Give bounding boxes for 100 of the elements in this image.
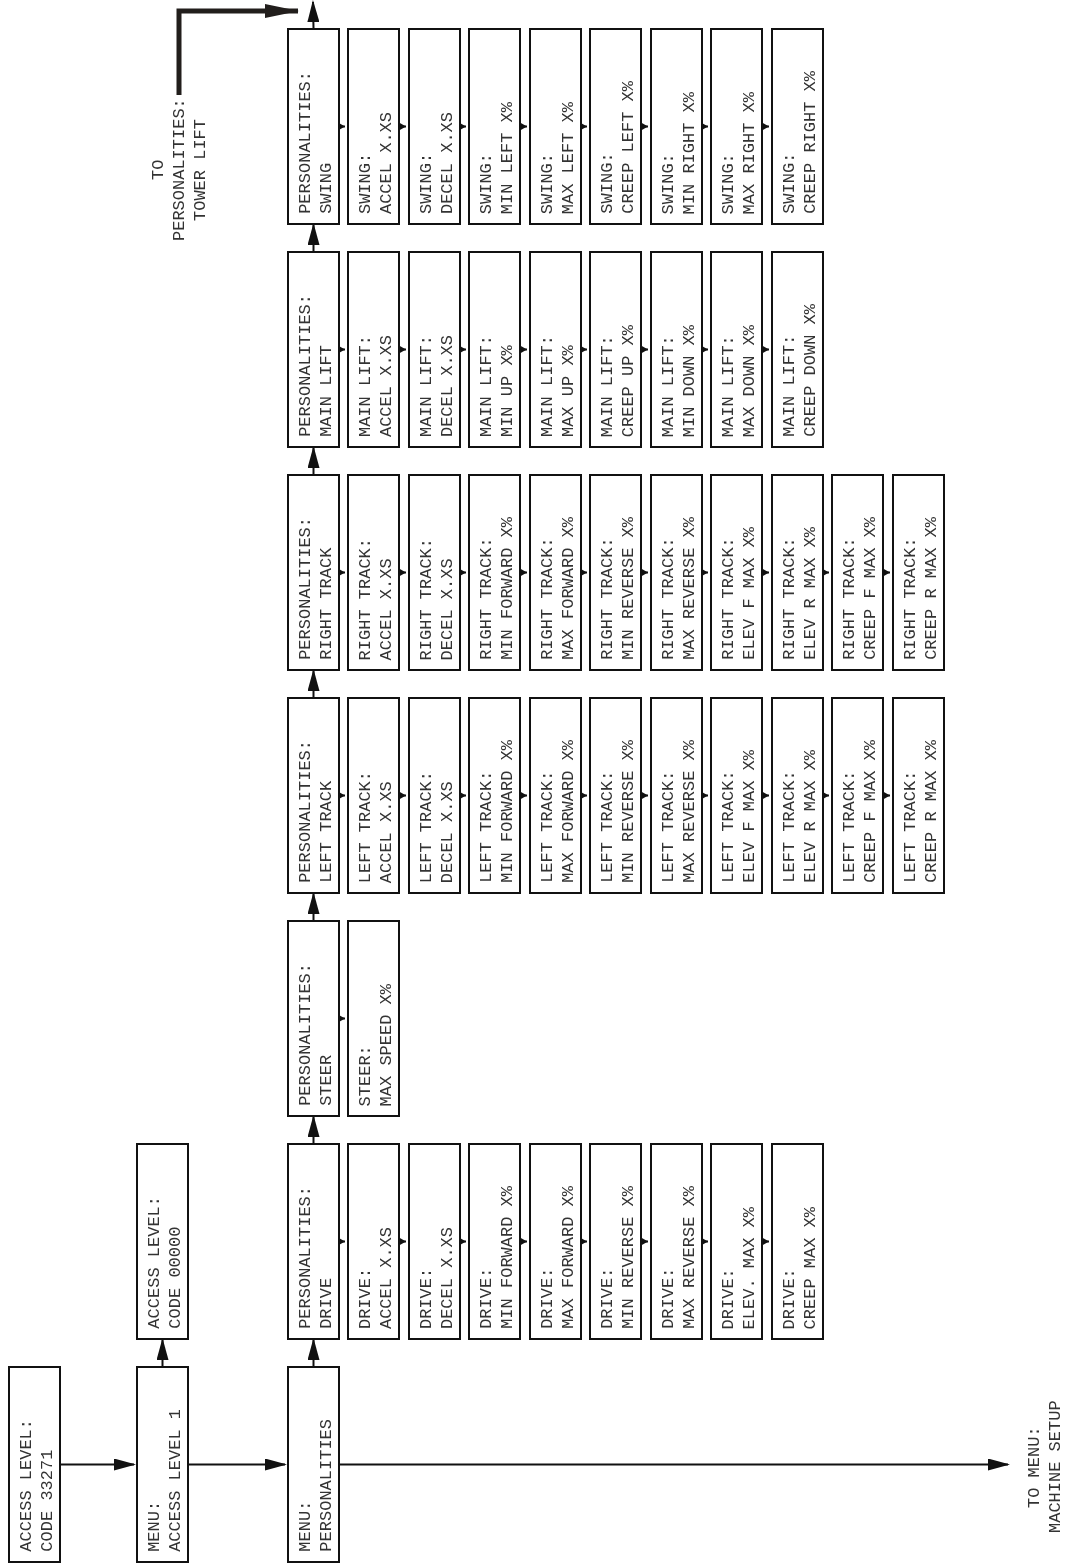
- menu-text: CREEP R MAX X%: [921, 517, 942, 660]
- menu-box: [408, 697, 461, 894]
- menu-box: [589, 697, 642, 894]
- menu-text: LEFT TRACK:: [597, 769, 618, 883]
- menu-text: MAX FORWARD X%: [558, 1186, 579, 1329]
- menu-text: RIGHT TRACK:: [839, 536, 860, 660]
- menu-text: ELEV. MAX X%: [739, 1206, 760, 1329]
- menu-text: LEFT TRACK:: [355, 770, 376, 883]
- arrow: [883, 791, 891, 800]
- menu-text: SWING:: [779, 151, 800, 214]
- menu-text: RIGHT TRACK:: [597, 536, 618, 660]
- menu-text: MAX REVERSE X%: [679, 517, 700, 660]
- arrow: [883, 568, 891, 577]
- menu-text: STEER: [316, 1054, 337, 1106]
- arrow: [399, 122, 407, 131]
- menu-text: SWING:: [355, 151, 376, 214]
- menu-text: MAIN LIFT:: [658, 333, 679, 437]
- arrow: [520, 1237, 528, 1246]
- arrow: [641, 345, 649, 354]
- menu-text: PERSONALITIES:: [295, 1186, 316, 1329]
- menu-text: SWING:: [597, 151, 618, 214]
- destination-label: TO MENU: MACHINE SETUP: [1024, 1399, 1066, 1536]
- menu-box: [710, 1143, 763, 1340]
- menu-box: [650, 251, 703, 448]
- menu-box: [287, 251, 340, 448]
- menu-box: [650, 1143, 703, 1340]
- menu-box: [287, 28, 340, 225]
- arrow: [762, 791, 770, 800]
- menu-text: MENU:: [144, 1500, 165, 1552]
- menu-text: PERSONALITIES:: [295, 740, 316, 883]
- menu-box: [468, 697, 521, 894]
- menu-text: MAX FORWARD X%: [558, 740, 579, 883]
- menu-box: [771, 474, 824, 671]
- menu-box: [589, 251, 642, 448]
- menu-text: LEFT TRACK:: [839, 769, 860, 883]
- arrow: [520, 568, 528, 577]
- menu-text: ACCEL X.XS: [376, 334, 397, 437]
- menu-text: LEFT TRACK:: [416, 770, 437, 883]
- menu-text: PERSONALITIES:: [295, 71, 316, 214]
- arrow: [762, 568, 770, 577]
- menu-box: [287, 697, 340, 894]
- menu-box: [408, 28, 461, 225]
- arrow: [641, 122, 649, 131]
- menu-text: PERSONALITIES:: [295, 963, 316, 1106]
- menu-text: MAIN LIFT:: [355, 334, 376, 437]
- menu-box: [408, 1143, 461, 1340]
- arrow: [339, 1458, 1010, 1471]
- menu-text: ACCEL X.XS: [376, 1226, 397, 1329]
- arrow: [307, 1338, 320, 1367]
- menu-text: MIN REVERSE X%: [618, 1186, 639, 1329]
- menu-box: [468, 28, 521, 225]
- menu-box: [710, 697, 763, 894]
- menu-box: [468, 1143, 521, 1340]
- menu-box: [650, 28, 703, 225]
- menu-text: CREEP DOWN X%: [800, 304, 821, 437]
- menu-text: DRIVE:: [658, 1266, 679, 1329]
- menu-text: MAX RIGHT X%: [739, 91, 760, 214]
- arrow: [520, 122, 528, 131]
- menu-text: ACCESS LEVEL 1: [165, 1409, 186, 1552]
- menu-box: [529, 474, 582, 671]
- menu-text: MAIN LIFT:: [416, 334, 437, 437]
- menu-text: ELEV F MAX X%: [739, 527, 760, 660]
- menu-box: [8, 1366, 61, 1563]
- menu-text: RIGHT TRACK:: [537, 536, 558, 660]
- arrow: [762, 122, 770, 131]
- menu-box: [589, 474, 642, 671]
- arrow: [156, 1338, 169, 1367]
- arrow: [399, 1237, 407, 1246]
- menu-text: MIN REVERSE X%: [618, 517, 639, 660]
- menu-box: [650, 474, 703, 671]
- arrow: [307, 1115, 320, 1144]
- arrow: [762, 345, 770, 354]
- menu-box: [529, 1143, 582, 1340]
- menu-text: STEER:: [355, 1043, 376, 1106]
- menu-text: ELEV F MAX X%: [739, 750, 760, 883]
- menu-text: LEFT TRACK:: [900, 769, 921, 883]
- menu-text: SWING:: [537, 151, 558, 214]
- menu-box: [710, 251, 763, 448]
- arrow: [307, 892, 320, 921]
- menu-text: CREEP MAX X%: [800, 1206, 821, 1329]
- menu-text: ACCEL X.XS: [376, 779, 397, 883]
- menu-box: [287, 1143, 340, 1340]
- menu-text: SWING:: [416, 151, 437, 214]
- menu-text: DECEL X.XS: [437, 111, 458, 214]
- menu-text: DECEL X.XS: [437, 779, 458, 883]
- menu-text: DECEL X.XS: [437, 334, 458, 437]
- arrow: [520, 345, 528, 354]
- menu-text: PERSONALITIES:: [295, 294, 316, 437]
- menu-text: CREEP UP X%: [618, 324, 639, 437]
- menu-text: RIGHT TRACK: [316, 546, 337, 660]
- menu-text: SWING:: [476, 151, 497, 214]
- menu-text: MIN FORWARD X%: [497, 517, 518, 660]
- menu-text: MIN FORWARD X%: [497, 1186, 518, 1329]
- menu-box: [468, 474, 521, 671]
- menu-text: DECEL X.XS: [437, 556, 458, 660]
- menu-text: MIN REVERSE X%: [618, 740, 639, 883]
- menu-text: LEFT TRACK:: [537, 769, 558, 883]
- menu-text: MAIN LIFT:: [718, 333, 739, 437]
- menu-text: MIN UP X%: [497, 344, 518, 437]
- menu-box: [831, 474, 884, 671]
